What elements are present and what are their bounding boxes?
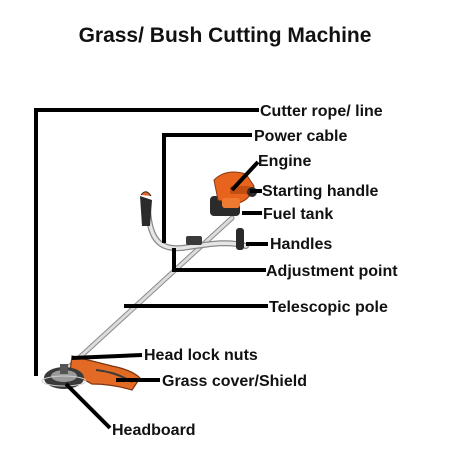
adjustment-clamp-shape xyxy=(186,236,202,245)
label-telescopic-pole: Telescopic pole xyxy=(269,299,388,316)
label-cutter-line: Cutter rope/ line xyxy=(260,103,383,120)
label-handles: Handles xyxy=(270,236,332,253)
label-starting-handle: Starting handle xyxy=(262,183,379,200)
label-head-lock-nuts: Head lock nuts xyxy=(144,347,258,364)
label-headboard: Headboard xyxy=(112,422,196,439)
leader-headboard xyxy=(64,382,112,430)
label-engine: Engine xyxy=(258,153,311,170)
label-grass-cover: Grass cover/Shield xyxy=(162,373,307,390)
right-grip-shape xyxy=(236,228,244,250)
leader-power-cable xyxy=(162,133,252,243)
handlebar-shape xyxy=(145,207,249,252)
label-power-cable: Power cable xyxy=(254,128,347,145)
leader-adjustment-point xyxy=(172,248,266,272)
leader-engine xyxy=(230,160,260,192)
label-adjustment-point: Adjustment point xyxy=(266,263,398,280)
label-fuel-tank: Fuel tank xyxy=(263,206,333,223)
cutting-head-shape xyxy=(41,355,141,391)
leader-head-lock-nuts xyxy=(71,353,143,360)
telescopic-pole-shape xyxy=(65,215,235,371)
leader-cutter-line xyxy=(34,108,259,376)
engine-shape xyxy=(210,171,257,216)
diagram-title: Grass/ Bush Cutting Machine xyxy=(79,24,372,47)
part-labels: Cutter rope/ line Power cable Engine Sta… xyxy=(112,103,398,439)
left-grip-shape xyxy=(140,191,152,226)
leader-lines xyxy=(34,108,268,430)
